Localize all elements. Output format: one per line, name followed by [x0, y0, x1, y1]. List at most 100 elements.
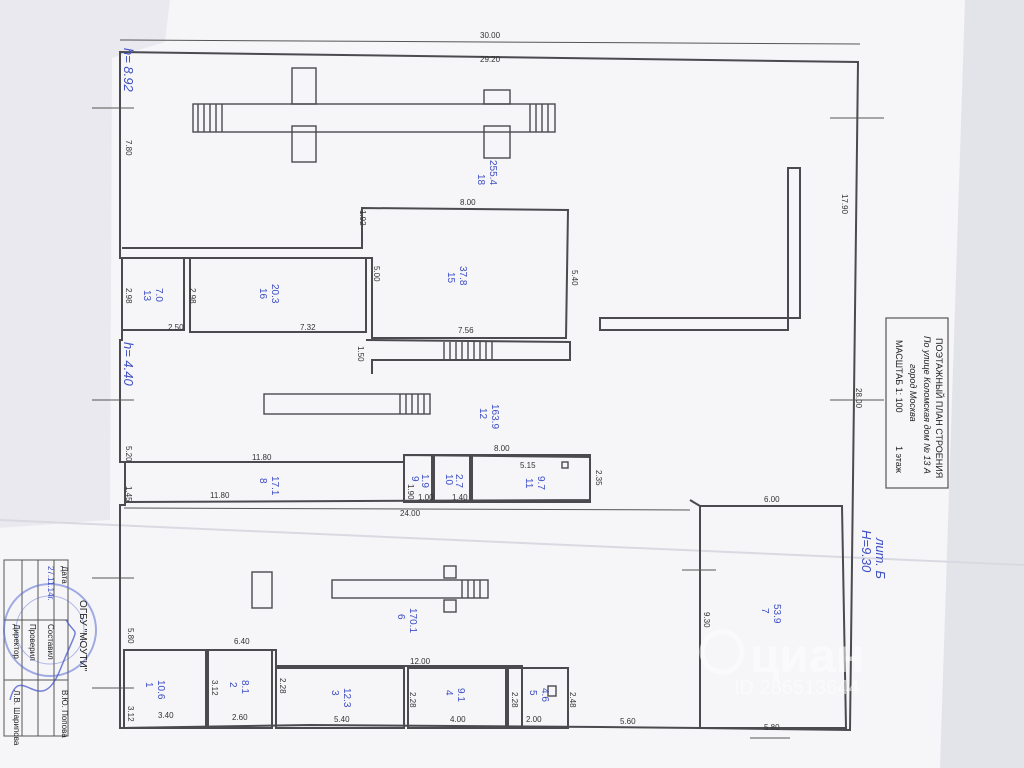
height-h-mid: h= 4.40	[121, 342, 136, 387]
stair-top-main	[192, 103, 556, 133]
title-line2: По улице Коломская дом № 13 А	[922, 336, 932, 474]
room-11-area: 9.7	[535, 476, 546, 490]
dim-r8-top: 11.80	[252, 453, 272, 462]
room-10-num: 10	[443, 474, 454, 486]
room-13-num: 13	[141, 290, 152, 302]
dim-r15-b: 7.56	[458, 326, 474, 335]
room-15-num: 15	[445, 272, 456, 284]
cian-logo-icon	[699, 629, 745, 675]
room-7-area: 53.9	[771, 604, 782, 624]
lift-6	[251, 571, 273, 609]
dim-r7-b: 5.80	[764, 723, 780, 732]
dim-r16-h: 2.98	[188, 288, 197, 304]
height-h-top: h= 8.92	[121, 48, 136, 93]
room-8-num: 8	[257, 478, 268, 484]
column-6-1	[443, 565, 457, 579]
title-line5: 1 этаж	[894, 446, 904, 473]
dim-r1-w: 6.40	[234, 637, 250, 646]
dim-r9-h: 1.90	[406, 484, 415, 500]
height-h-right: H=9.30	[859, 530, 874, 573]
room-6-num: 6	[395, 614, 406, 620]
wall-7-divider	[689, 499, 701, 507]
room-18-num: 18	[475, 174, 486, 186]
room-3-walls	[275, 667, 405, 729]
room-12-area: 163.9	[489, 404, 500, 429]
room-5-area: 4.6	[539, 688, 550, 702]
stamp-role2: Проверил	[28, 624, 37, 661]
room-6-area: 170.1	[407, 608, 418, 633]
column-top-3	[483, 89, 511, 105]
dim-r13-b: 2.50	[168, 323, 184, 332]
stair-top-right-steps	[529, 104, 549, 132]
stair-top-left-steps	[197, 104, 223, 132]
stamp-name3: Л.В. Шарипова	[12, 690, 21, 746]
dim-left-1: 7.80	[124, 140, 133, 156]
dim-r4-w: 12.00	[410, 657, 431, 666]
dim-r8-b: 11.80	[210, 491, 230, 500]
room-2-area: 8.1	[239, 680, 250, 694]
stamp-role1: Составил	[46, 624, 55, 660]
stair-mid	[263, 393, 431, 415]
room-9-walls	[403, 454, 433, 503]
dim-left-4: 1.45	[124, 486, 133, 502]
column-top-2	[291, 125, 317, 163]
dim-r5-h: 2.28	[510, 692, 519, 708]
dim-r7-h: 9.30	[702, 612, 711, 628]
watermark-id: ID 286513644	[734, 677, 860, 699]
room-13-walls	[121, 257, 185, 331]
dim-left-3: 5.20	[124, 446, 133, 462]
dim-stair: 1.50	[356, 346, 365, 362]
height-lit: лит. Б	[873, 537, 888, 579]
dim-r2-b: 2.60	[232, 713, 248, 722]
title-line1: ПОЭТАЖНЫЙ ПЛАН СТРОЕНИЯ	[934, 338, 945, 478]
wall-right-u	[599, 167, 801, 331]
room-2-walls	[207, 649, 273, 729]
room-16-walls	[189, 257, 367, 333]
room-4-num: 4	[443, 690, 454, 696]
stamp-seal	[3, 583, 97, 677]
room-8-area: 17.1	[269, 476, 280, 496]
dim-left-6: 3.12	[126, 706, 135, 722]
title-line3: город Москва	[908, 364, 918, 422]
room-3-num: 3	[329, 690, 340, 696]
stamp-name1: В.Ю. Попова	[60, 690, 69, 738]
dim-r7-w: 6.00	[764, 495, 780, 504]
dim-corr: 24.00	[400, 509, 421, 518]
paper-sheet-left	[0, 0, 175, 528]
dim-left-2: 2.98	[124, 288, 133, 304]
sink-11	[561, 461, 569, 469]
stamp-org: ОГБУ "МОУТИ"	[77, 600, 88, 672]
dim-r5-r: 2.48	[568, 692, 577, 708]
dim-r5-b: 2.00	[526, 715, 542, 724]
dim-r3-h: 2.28	[278, 678, 287, 694]
room-5-walls	[507, 667, 569, 729]
room-10-area: 2.7	[453, 474, 464, 488]
room-3-area: 12.3	[341, 688, 352, 708]
dim-r3-b: 5.40	[334, 715, 350, 724]
room-18-area: 255.4	[487, 160, 498, 185]
stamp-date1: 27.11.14г.	[46, 566, 55, 601]
paper-shadow-right	[940, 0, 1024, 768]
room-10-walls	[433, 454, 471, 503]
room-4-area: 9.1	[455, 688, 466, 702]
room-1-walls	[123, 649, 207, 729]
dim-r15-w: 8.00	[460, 198, 476, 207]
room-1-area: 10.6	[155, 680, 166, 700]
room-4-walls	[407, 667, 507, 729]
room-16-num: 16	[257, 288, 268, 300]
dim-inner-width: 29.20	[480, 55, 501, 64]
cian-watermark: циан ID 286513644	[699, 629, 865, 699]
dim-r1-b: 3.40	[158, 711, 174, 720]
stamp-signature	[9, 619, 76, 701]
dim-r10-w: 1.40	[452, 493, 468, 502]
room-13-area: 7.0	[153, 288, 164, 302]
dim-r2-h: 3.12	[210, 680, 219, 696]
dim-r15-s: 5.00	[372, 266, 381, 282]
dim-outer-width: 30.00	[480, 31, 501, 40]
room-9-area: 1.9	[419, 474, 430, 488]
column-6-2	[443, 599, 457, 613]
room-16-area: 20.3	[269, 284, 280, 304]
dim-top-line	[119, 39, 861, 45]
